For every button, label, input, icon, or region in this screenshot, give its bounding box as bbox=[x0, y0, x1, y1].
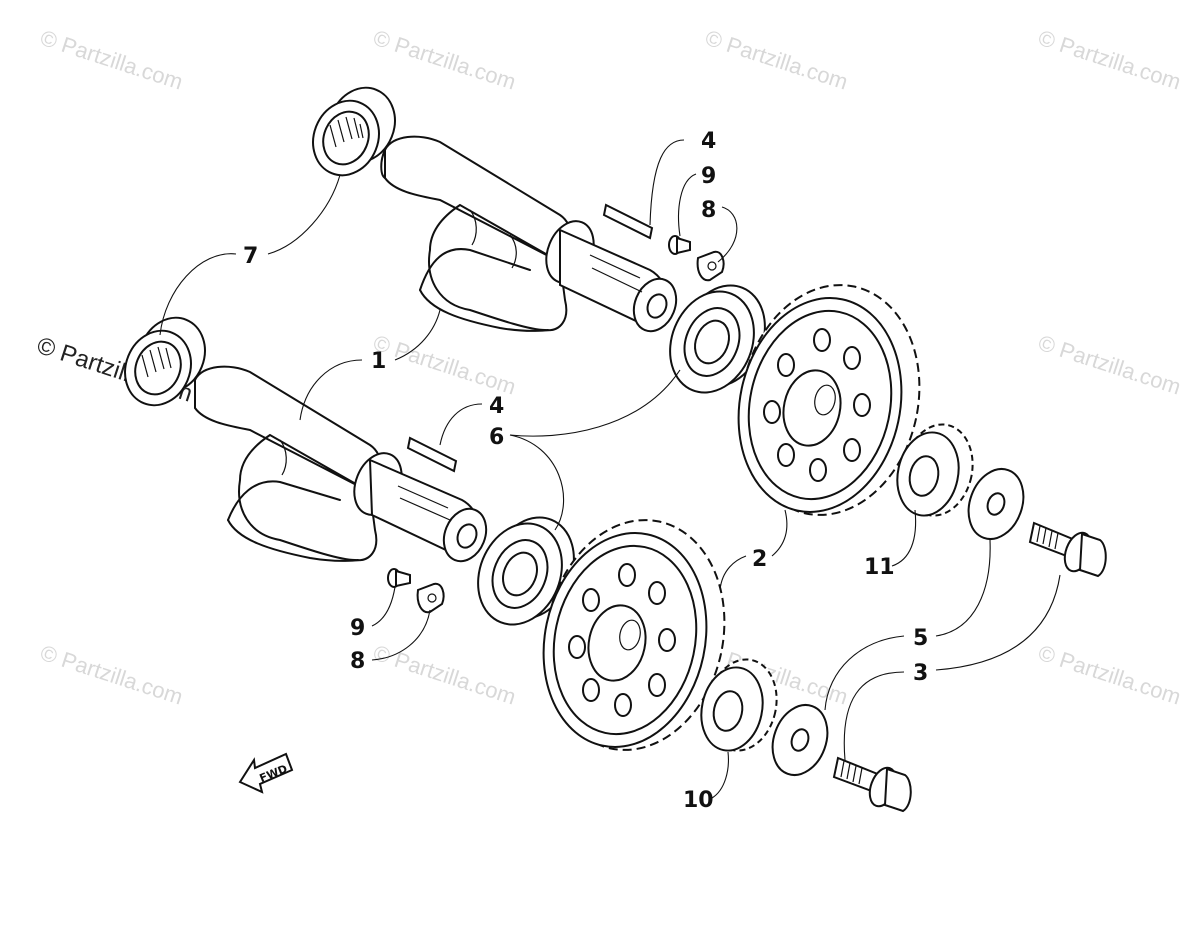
ball-bearing-lower bbox=[477, 516, 575, 626]
callout-8-upper: 8 bbox=[701, 198, 716, 223]
flange-bolt-lower bbox=[832, 756, 912, 813]
balancer-shaft-lower bbox=[194, 365, 488, 563]
callout-9-lower: 9 bbox=[350, 616, 365, 641]
forward-arrow-icon: FWD bbox=[238, 752, 294, 794]
washer-upper bbox=[967, 468, 1025, 540]
needle-bearing-upper bbox=[312, 86, 396, 177]
callout-labels: 7 1 4 9 8 4 6 2 11 9 8 5 3 10 bbox=[243, 129, 928, 813]
key-lower bbox=[406, 436, 458, 473]
callout-2: 2 bbox=[752, 547, 767, 572]
small-gear-11 bbox=[896, 423, 974, 517]
callout-11: 11 bbox=[864, 555, 895, 580]
leader-lines bbox=[159, 139, 1061, 799]
callout-6: 6 bbox=[489, 425, 504, 450]
driven-gear-upper bbox=[737, 284, 921, 516]
ball-bearing-upper bbox=[669, 284, 766, 394]
callout-3: 3 bbox=[913, 661, 928, 686]
callout-8-lower: 8 bbox=[350, 649, 365, 674]
lock-washer-lower bbox=[416, 582, 445, 614]
balancer-shaft-upper bbox=[380, 135, 678, 333]
driven-gear-lower bbox=[542, 519, 726, 751]
lock-washer-upper bbox=[696, 250, 725, 282]
callout-4-upper: 4 bbox=[701, 129, 716, 154]
callout-5: 5 bbox=[913, 626, 928, 651]
key-upper bbox=[602, 203, 654, 240]
screw-upper bbox=[668, 235, 691, 255]
needle-bearing-lower bbox=[124, 316, 206, 407]
callout-7: 7 bbox=[243, 244, 258, 269]
callout-1: 1 bbox=[371, 349, 386, 374]
callout-9-upper: 9 bbox=[701, 164, 716, 189]
small-gear-10 bbox=[700, 658, 778, 752]
flange-bolt-upper bbox=[1028, 521, 1107, 578]
callout-10: 10 bbox=[683, 788, 714, 813]
washer-lower bbox=[771, 704, 829, 776]
screw-lower bbox=[387, 568, 411, 588]
callout-4-lower: 4 bbox=[489, 394, 504, 419]
